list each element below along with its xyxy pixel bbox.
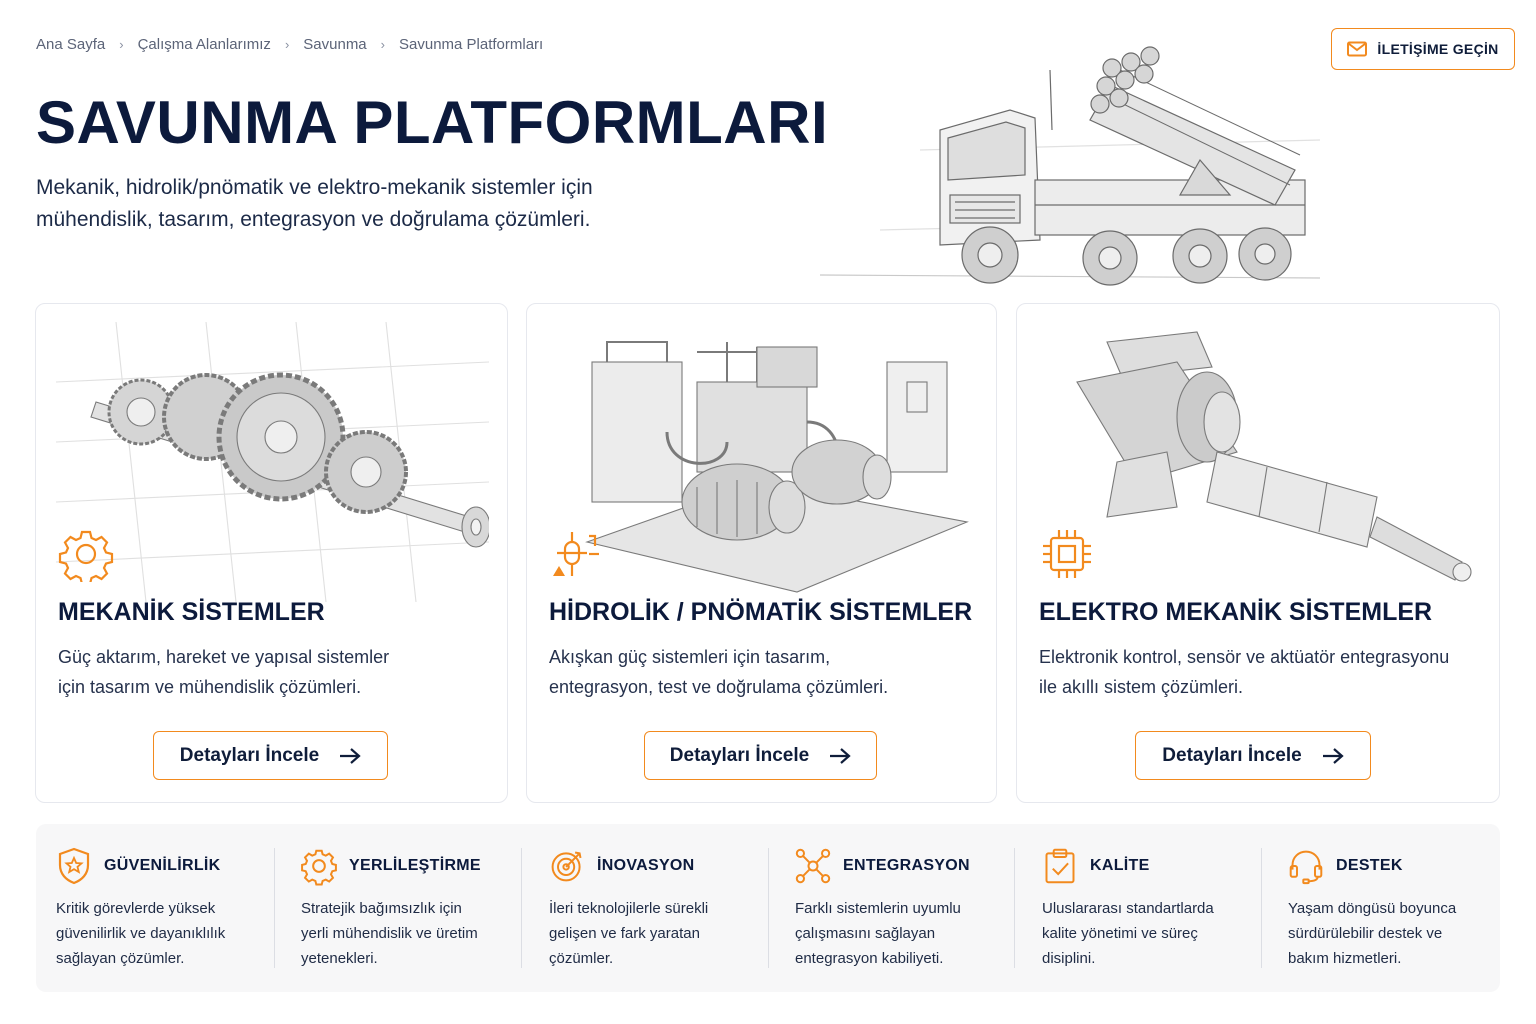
clipboard-check-icon: [1045, 848, 1075, 884]
feature-description-line: gelişen ve fark yaratan: [549, 925, 700, 942]
chip-icon: [1043, 530, 1091, 578]
mail-icon: [1347, 41, 1368, 57]
feature-description: Kritik görevlerde yüksek güvenilirlik ve…: [56, 896, 284, 971]
feature-description: Uluslararası standartlarda kalite yöneti…: [1042, 896, 1270, 971]
feature-divider: [1014, 848, 1015, 968]
card-title: HİDROLİK / PNÖMATİK SİSTEMLER: [549, 598, 973, 626]
card-hydraulic-pneumatic-systems: HİDROLİK / PNÖMATİK SİSTEMLER Akışkan gü…: [526, 303, 997, 803]
card-mechanical-systems: MEKANİK SİSTEMLER Güç aktarım, hareket v…: [35, 303, 508, 803]
arrow-right-icon: [340, 747, 361, 764]
feature-description-line: çalışmasını sağlayan: [795, 925, 936, 942]
feature-description-line: Stratejik bağımsızlık için: [301, 900, 462, 917]
hydraulic-unit-illustration: [585, 341, 969, 593]
breadcrumb-current: Savunma Platformları: [399, 36, 544, 53]
card-description: Güç aktarım, hareket ve yapısal sistemle…: [58, 642, 489, 702]
card-description: Elektronik kontrol, sensör ve aktüatör e…: [1039, 642, 1481, 702]
target-icon: [551, 851, 582, 882]
feature-description: Farklı sistemlerin uyumlu çalışmasını sa…: [795, 896, 1023, 971]
card-description-line: Elektronik kontrol, sensör ve aktüatör e…: [1039, 647, 1450, 667]
page-subtitle: Mekanik, hidrolik/pnömatik ve elektro-me…: [36, 172, 676, 236]
page-subtitle-line: Mekanik, hidrolik/pnömatik ve elektro-me…: [36, 176, 593, 199]
feature-support: DESTEK Yaşam döngüsü boyunca sürdürülebi…: [1288, 846, 1516, 970]
feature-description: Stratejik bağımsızlık için yerli mühendi…: [301, 896, 529, 971]
network-icon: [795, 848, 831, 884]
card-title: ELEKTRO MEKANİK SİSTEMLER: [1039, 598, 1433, 626]
feature-description-line: Kritik görevlerde yüksek: [56, 900, 216, 917]
feature-title: GÜVENİLİRLİK: [104, 857, 221, 874]
gear-icon: [58, 530, 114, 582]
card-description-line: Güç aktarım, hareket ve yapısal sistemle…: [58, 647, 390, 667]
feature-description-line: Uluslararası standartlarda: [1042, 900, 1214, 917]
chevron-right-icon: ›: [380, 37, 385, 52]
valve-icon: [553, 532, 599, 576]
feature-description-line: yerli mühendislik ve üretim: [301, 925, 478, 942]
feature-title: KALİTE: [1090, 857, 1150, 874]
gear-icon: [301, 849, 337, 886]
feature-description-line: entegrasyon kabiliyeti.: [795, 950, 944, 967]
chevron-right-icon: ›: [284, 37, 290, 52]
feature-description-line: kalite yönetimi ve süreç: [1042, 925, 1198, 942]
feature-title: ENTEGRASYON: [843, 857, 970, 874]
feature-innovation: İNOVASYON İleri teknolojilerle sürekli g…: [549, 846, 777, 970]
feature-description-line: sağlayan çözümler.: [56, 950, 185, 967]
breadcrumb-defense[interactable]: Savunma: [303, 36, 367, 53]
feature-description-line: güvenilirlik ve dayanıklılık: [56, 925, 226, 942]
feature-description-line: yetenekleri.: [301, 950, 378, 967]
card-description-line: Akışkan güç sistemleri için tasarım,: [549, 647, 831, 667]
gear-train-illustration: [56, 322, 489, 602]
card-description-line: için tasarım ve mühendislik çözümleri.: [58, 677, 362, 697]
card-electro-mechanical-systems: ELEKTRO MEKANİK SİSTEMLER Elektronik kon…: [1016, 303, 1500, 803]
card-title: MEKANİK SİSTEMLER: [58, 598, 325, 626]
feature-divider: [1261, 848, 1262, 968]
shield-star-icon: [58, 847, 90, 885]
feature-description-line: Farklı sistemlerin uyumlu: [795, 900, 961, 917]
features-panel: GÜVENİLİRLİK Kritik görevlerde yüksek gü…: [36, 824, 1500, 992]
details-button-mechanical[interactable]: Detayları İncele: [153, 731, 388, 780]
contact-button-label: İLETİŞİME GEÇİN: [1377, 41, 1499, 57]
breadcrumb: Ana Sayfa › Çalışma Alanlarımız › Savunm…: [36, 36, 543, 53]
details-button-label: Detayları İncele: [1162, 744, 1302, 766]
feature-divider: [274, 848, 275, 968]
feature-divider: [521, 848, 522, 968]
card-description: Akışkan güç sistemleri için tasarım, ent…: [549, 642, 978, 702]
feature-description-line: bakım hizmetleri.: [1288, 950, 1402, 967]
feature-title: YERLİLEŞTİRME: [349, 857, 481, 874]
headset-icon: [1289, 850, 1323, 885]
breadcrumb-home[interactable]: Ana Sayfa: [36, 36, 106, 53]
feature-description-line: disiplini.: [1042, 950, 1096, 967]
feature-description: İleri teknolojilerle sürekli gelişen ve …: [549, 896, 777, 971]
feature-divider: [768, 848, 769, 968]
chevron-right-icon: ›: [119, 37, 124, 52]
linear-actuator-illustration: [1076, 331, 1472, 582]
feature-description-line: çözümler.: [549, 950, 614, 967]
page-title: SAVUNMA PLATFORMLARI: [36, 89, 829, 156]
arrow-right-icon: [1322, 747, 1344, 764]
arrow-right-icon: [830, 747, 851, 764]
feature-description-line: Yaşam döngüsü boyunca: [1288, 900, 1457, 917]
feature-integration: ENTEGRASYON Farklı sistemlerin uyumlu ça…: [795, 846, 1023, 970]
details-button-label: Detayları İncele: [179, 744, 320, 766]
feature-description-line: sürdürülebilir destek ve: [1288, 925, 1443, 942]
feature-title: İNOVASYON: [597, 857, 695, 874]
feature-reliability: GÜVENİLİRLİK Kritik görevlerde yüksek gü…: [56, 846, 284, 970]
card-description-line: ile akıllı sistem çözümleri.: [1039, 677, 1244, 697]
feature-localization: YERLİLEŞTİRME Stratejik bağımsızlık için…: [301, 846, 529, 970]
details-button-hydraulic[interactable]: Detayları İncele: [644, 731, 877, 780]
card-description-line: entegrasyon, test ve doğrulama çözümleri…: [549, 677, 889, 697]
breadcrumb-work-areas[interactable]: Çalışma Alanlarımız: [137, 36, 271, 53]
details-button-label: Detayları İncele: [669, 744, 810, 766]
feature-description: Yaşam döngüsü boyunca sürdürülebilir des…: [1288, 896, 1516, 971]
feature-description-line: İleri teknolojilerle sürekli: [549, 900, 709, 917]
rocket-launcher-truck-illustration: [820, 46, 1320, 286]
page-subtitle-line: mühendislik, tasarım, entegrasyon ve doğ…: [36, 208, 591, 231]
feature-title: DESTEK: [1336, 857, 1403, 874]
contact-button[interactable]: İLETİŞİME GEÇİN: [1331, 28, 1515, 70]
details-button-electro-mechanical[interactable]: Detayları İncele: [1135, 731, 1371, 780]
feature-quality: KALİTE Uluslararası standartlarda kalite…: [1042, 846, 1270, 970]
